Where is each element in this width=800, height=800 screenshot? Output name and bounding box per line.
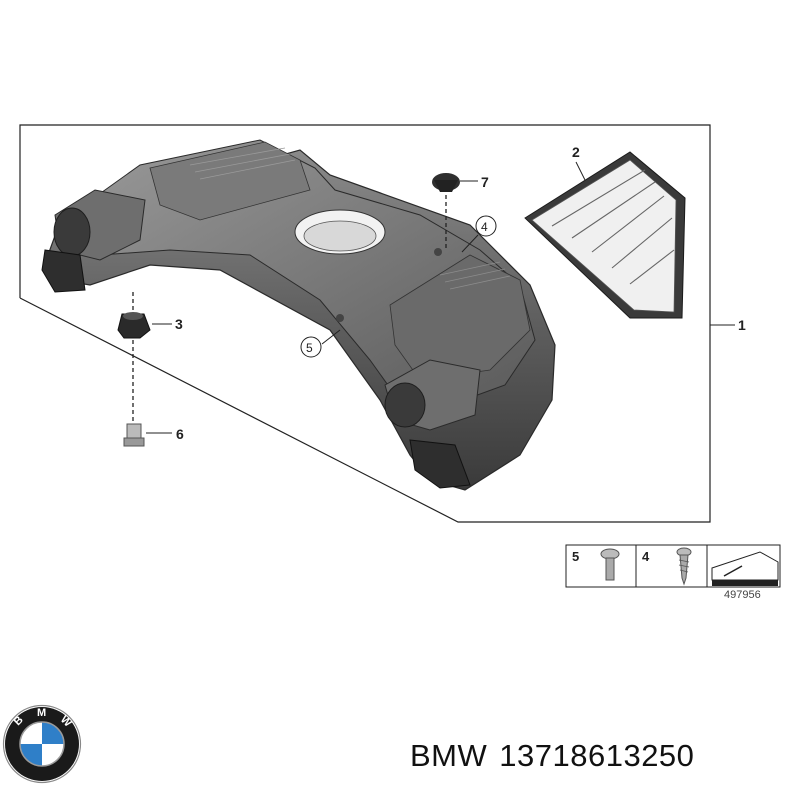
rubber-grommet [432, 173, 460, 192]
screw-tapping-icon [676, 547, 692, 586]
svg-text:M: M [37, 707, 46, 719]
part-caption: BMW 13718613250 [410, 738, 706, 774]
callout-5-circle [300, 336, 322, 358]
bmw-logo: B M W [2, 704, 82, 784]
bolt [123, 423, 145, 447]
fastener-legend: 5 4 497956 [565, 544, 781, 601]
callout-2: 2 [572, 144, 580, 160]
brand-name: BMW [410, 738, 488, 773]
callout-3: 3 [175, 316, 183, 332]
legend-number-4: 4 [642, 549, 650, 564]
callout-4-circle [475, 215, 497, 237]
assembly-lines [132, 195, 447, 422]
legend-number-5: 5 [572, 549, 579, 564]
assembly-frame [19, 124, 711, 523]
callout-4: 4 [481, 220, 488, 234]
air-filter-housing [41, 139, 556, 491]
foam-pad-icon [711, 551, 779, 586]
callout-1: 1 [738, 317, 746, 333]
callout-5: 5 [306, 341, 313, 355]
leader-lines [146, 161, 735, 434]
screw-short-icon [600, 548, 620, 581]
part-number: 13718613250 [499, 738, 695, 773]
callout-7: 7 [481, 174, 489, 190]
air-filter-element [524, 151, 686, 319]
nut [117, 312, 151, 339]
callout-6: 6 [176, 426, 184, 442]
reference-number: 497956 [724, 589, 761, 601]
